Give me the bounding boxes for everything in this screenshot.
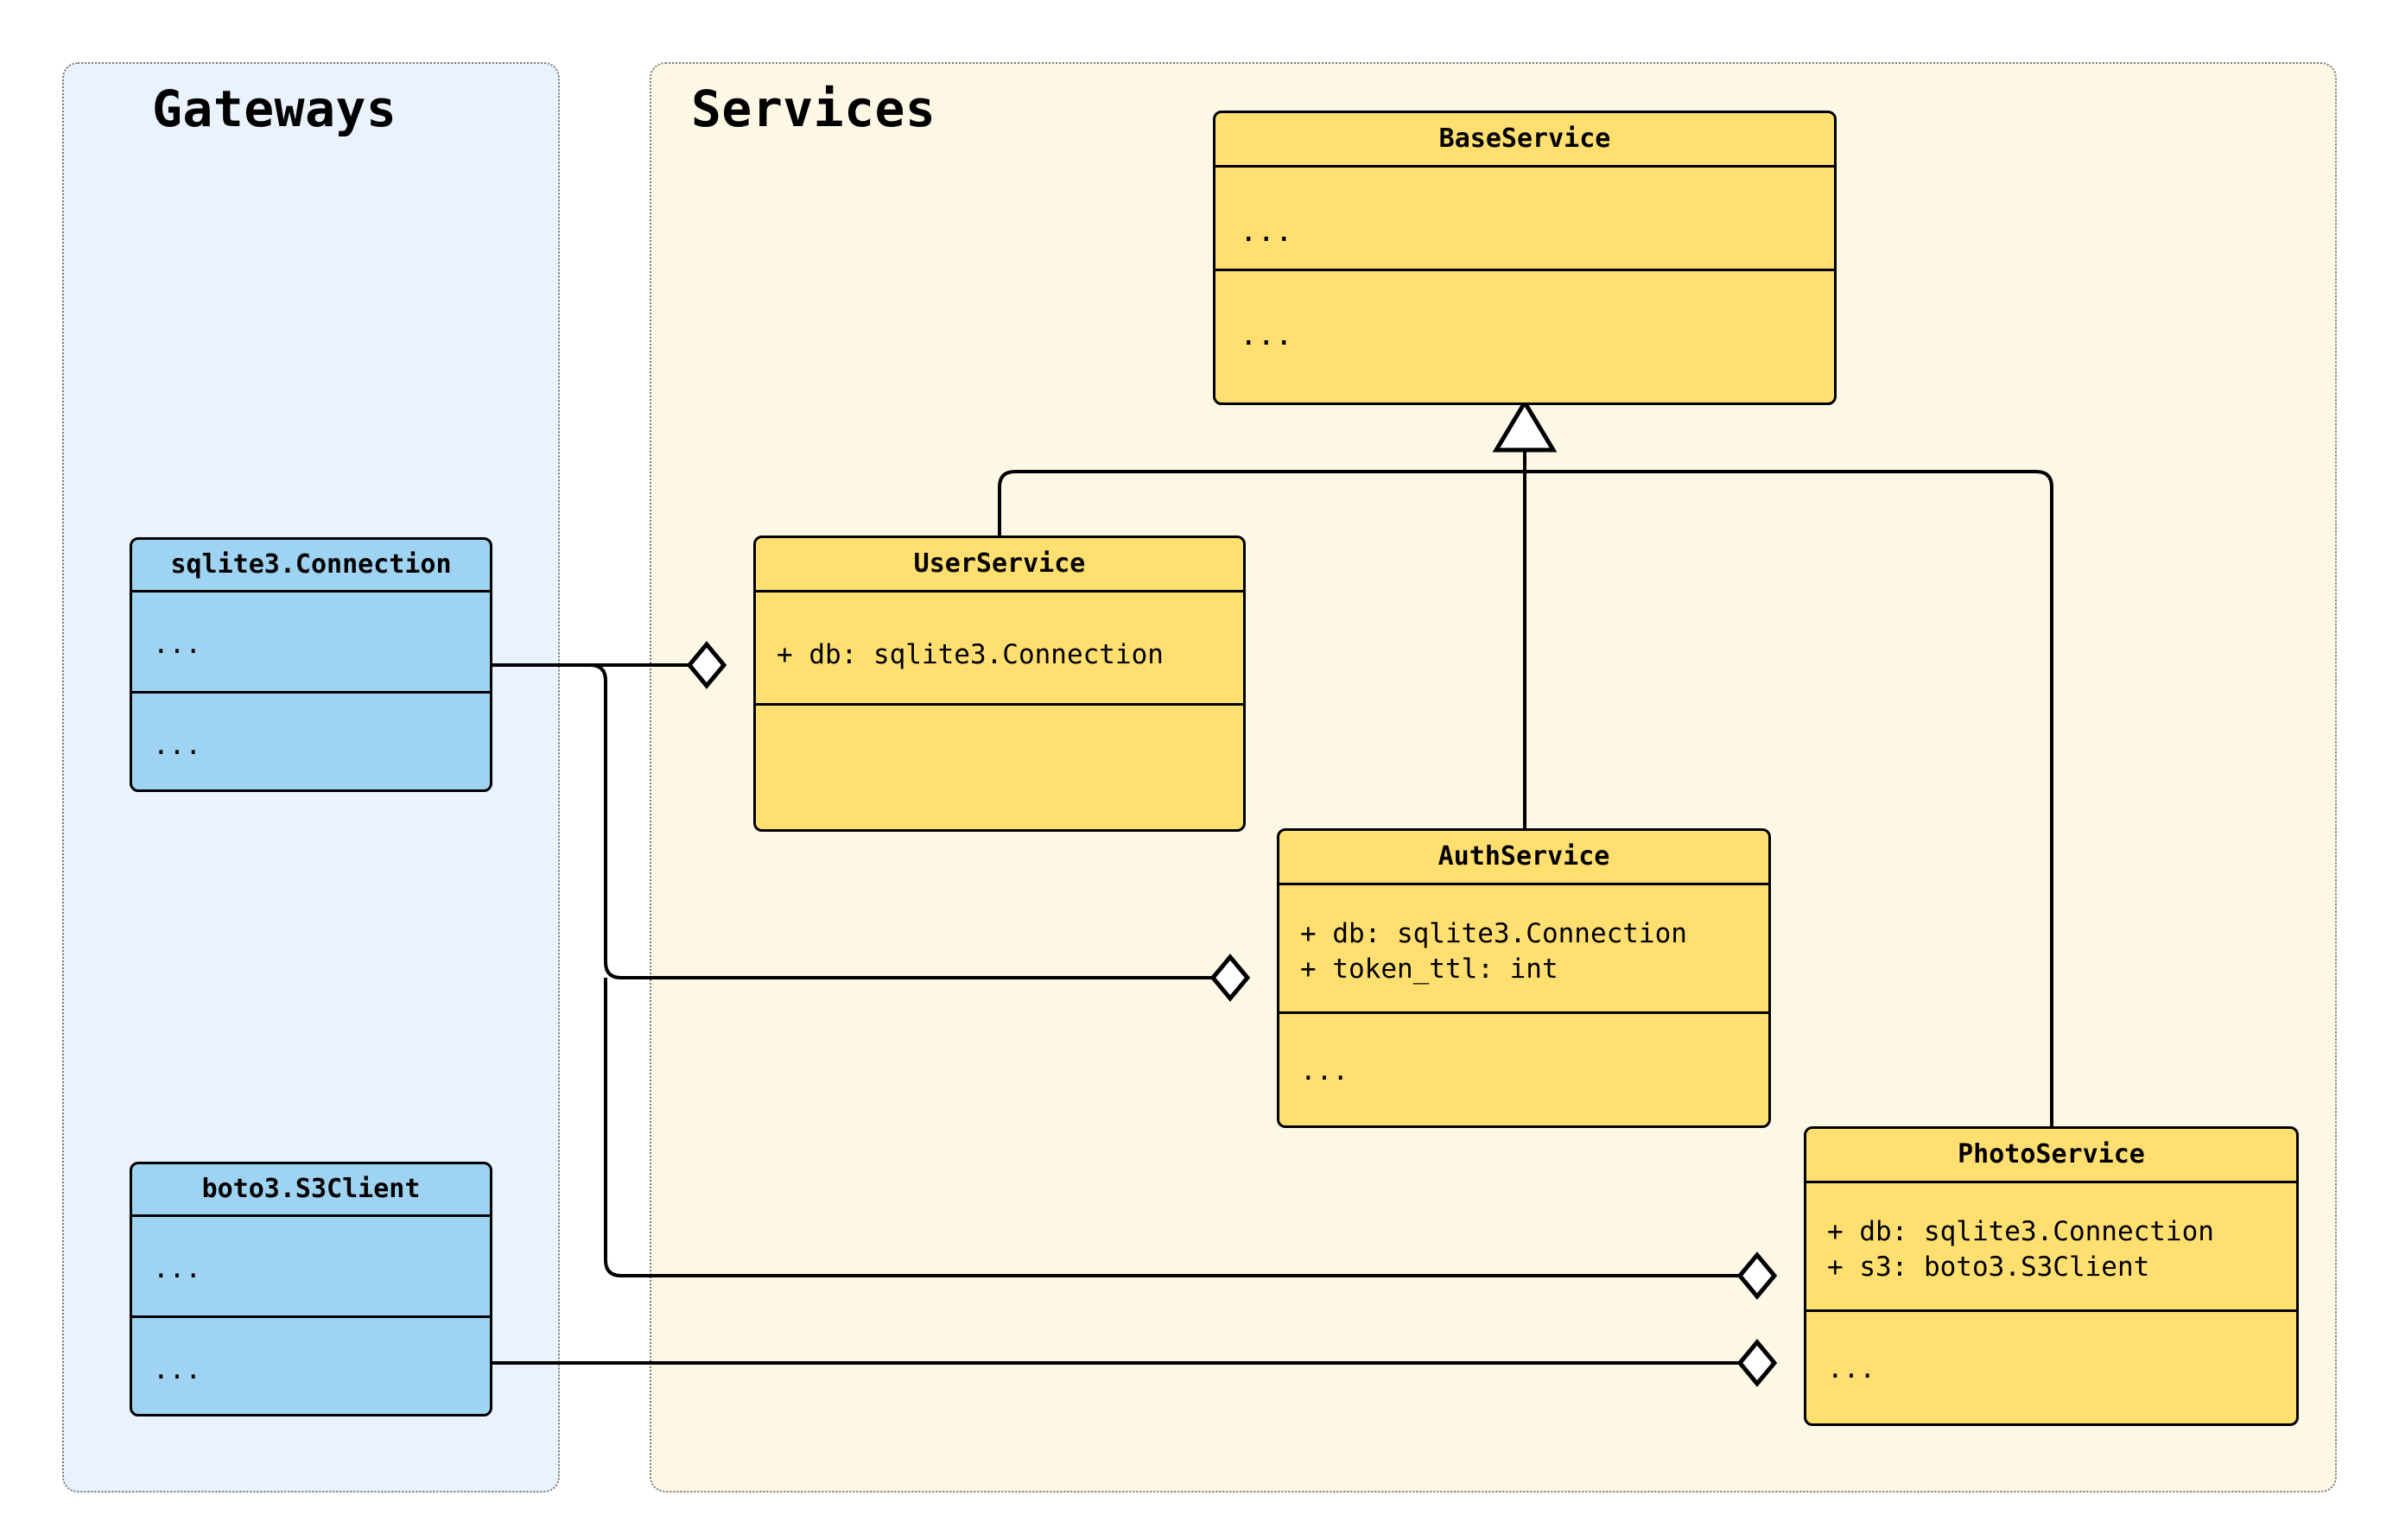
class-name-sqlite3-connection: sqlite3.Connection — [170, 549, 452, 580]
class-box-sqlite3-connection[interactable]: sqlite3.Connection ... ... — [130, 537, 492, 792]
class-box-photoservice[interactable]: PhotoService + db: sqlite3.Connection + … — [1804, 1126, 2299, 1426]
package-gateways-title: Gateways — [152, 79, 397, 138]
class-attributes-baseservice: ... — [1240, 214, 1293, 249]
class-name-photoservice: PhotoService — [1958, 1139, 2145, 1169]
class-name-boto3-s3client: boto3.S3Client — [201, 1174, 421, 1204]
class-methods-authservice: ... — [1300, 1055, 1349, 1087]
class-attributes-userservice: + db: sqlite3.Connection — [777, 639, 1164, 670]
class-methods-baseservice: ... — [1240, 318, 1293, 352]
class-name-authservice: AuthService — [1437, 841, 1610, 871]
class-methods-userservice — [756, 706, 1243, 751]
class-attributes-authservice: + db: sqlite3.Connection + token_ttl: in… — [1300, 918, 1687, 985]
class-methods-boto3-s3client: ... — [153, 1354, 201, 1385]
class-box-baseservice[interactable]: BaseService ... ... — [1213, 111, 1837, 405]
class-attributes-sqlite3-connection: ... — [153, 629, 201, 660]
class-methods-sqlite3-connection: ... — [153, 730, 201, 761]
class-attributes-boto3-s3client: ... — [153, 1253, 201, 1284]
class-box-userservice[interactable]: UserService + db: sqlite3.Connection — [753, 536, 1246, 832]
class-attributes-photoservice: + db: sqlite3.Connection + s3: boto3.S3C… — [1827, 1216, 2214, 1283]
class-box-boto3-s3client[interactable]: boto3.S3Client ... ... — [130, 1162, 492, 1416]
package-services-title: Services — [691, 79, 936, 138]
class-box-authservice[interactable]: AuthService + db: sqlite3.Connection + t… — [1277, 828, 1771, 1128]
class-methods-photoservice: ... — [1827, 1353, 1875, 1385]
class-name-baseservice: BaseService — [1438, 124, 1611, 154]
class-name-userservice: UserService — [913, 548, 1086, 579]
